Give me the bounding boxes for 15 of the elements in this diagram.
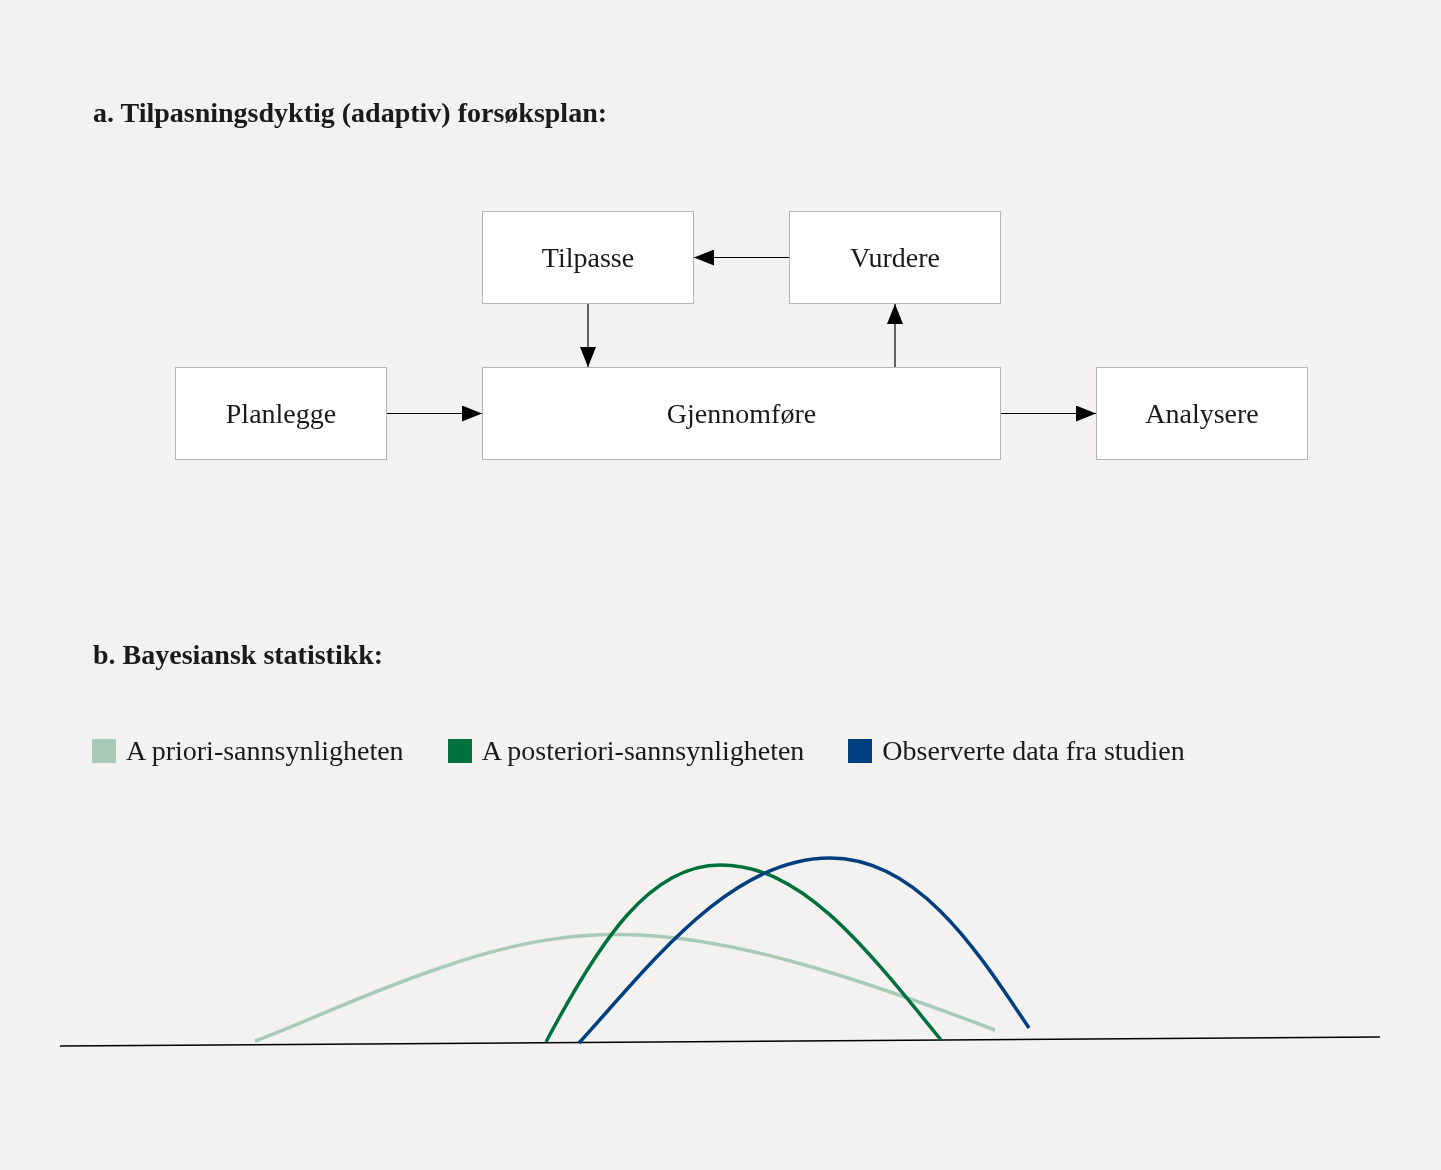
section-heading: a. Tilpasningsdyktig (adaptiv) forsøksplan:	[93, 92, 608, 134]
arrow	[580, 303, 596, 368]
process-box: Vurdere	[789, 211, 1001, 304]
section-heading: b. Bayesiansk statistikk:	[93, 638, 384, 672]
arrow	[386, 405, 483, 422]
process-box: Planlegge	[175, 367, 387, 460]
process-box: Analysere	[1096, 367, 1308, 460]
arrow	[1000, 405, 1097, 422]
arrow	[887, 303, 903, 368]
legend-label: A posteriori-sannsynligheten	[481, 734, 805, 768]
arrow	[693, 249, 790, 266]
legend-label: Observerte data fra studien	[882, 734, 1185, 768]
process-box: Tilpasse	[482, 211, 694, 304]
legend-label: A priori-sannsynligheten	[126, 734, 404, 768]
process-box: Gjennomføre	[482, 367, 1001, 460]
